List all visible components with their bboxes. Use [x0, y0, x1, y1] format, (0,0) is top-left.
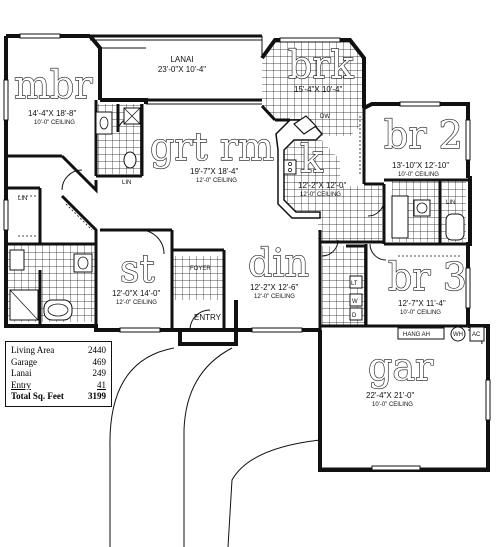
ceiling-st: 12'-0" CEILING: [116, 300, 157, 306]
ceiling-br2: 10'-0" CEILING: [398, 172, 439, 178]
ceiling-grt-rm: 12'-0" CEILING: [196, 178, 237, 184]
room-name-grt-rm: grt rm: [150, 125, 274, 169]
garage-equipment: [397, 326, 485, 342]
wh-label: WH: [453, 332, 463, 338]
ceiling-mbr: 10'-0" CEILING: [34, 120, 75, 126]
kitchen-cabinets: [275, 115, 324, 219]
room-name-foyer: FOYER: [190, 266, 211, 272]
dims-mbr: 14'-4"X 18'-8": [28, 109, 76, 118]
hang-ah-label: HANG AH: [403, 332, 430, 338]
w-label: W: [352, 299, 358, 305]
walkway: [109, 347, 321, 547]
garage-door: [320, 379, 491, 471]
dims-grt-rm: 19'-7"X 18'-4": [190, 167, 238, 176]
dims-k: 12'-2"X 12'-0": [298, 181, 346, 190]
room-name-din: din: [248, 241, 309, 285]
lt-label: LT: [351, 281, 358, 287]
ceiling-din: 12'-0" CEILING: [254, 294, 295, 300]
closet-shelving: [18, 116, 462, 257]
area-row-entry: Entry 41: [11, 379, 106, 390]
room-name-br2: br 2: [384, 113, 463, 157]
dims-din: 12'-2"X 12'-6": [250, 283, 298, 292]
lin-label-1: LIN: [122, 180, 131, 186]
ceiling-br3: 10'-0" CEILING: [400, 310, 441, 316]
room-name-brk: brk: [288, 43, 354, 87]
dw-label: DW: [320, 114, 330, 120]
area-row-lanai: Lanai 249: [11, 368, 106, 378]
area-row-total: Total Sq. Feet 3199: [11, 391, 106, 401]
lin-label-3: LIN: [446, 200, 455, 206]
laundry-appliances: [349, 275, 363, 321]
dims-gar: 22'-4"X 21'-0": [366, 391, 414, 400]
dims-lanai: 23'-0"X 10'-4": [158, 65, 206, 74]
interior-walls: [6, 100, 468, 330]
ac-label: AC: [472, 332, 481, 338]
room-name-mbr: mbr: [14, 63, 93, 107]
ceiling-k: 12'-0" CEILING: [300, 192, 341, 198]
room-name-entry: ENTRY: [194, 313, 222, 322]
d-label: D: [352, 313, 357, 319]
room-name-st: st: [120, 247, 155, 291]
ceiling-gar: 10'-0" CEILING: [372, 402, 413, 408]
room-name-gar: gar: [368, 345, 434, 389]
dims-st: 12'-0"X 14'-0": [112, 289, 160, 298]
dims-br2: 13'-10"X 12'-10": [392, 161, 449, 170]
dims-brk: 15'-4"X 10'-4": [294, 85, 342, 94]
room-name-br3: br 3: [388, 255, 467, 299]
bath-fixtures: [9, 107, 465, 321]
area-summary-table: Living Area 2440 Garage 469 Lanai 249 En…: [5, 341, 112, 407]
lanai-outline: [89, 34, 263, 105]
room-name-k: k: [300, 137, 324, 181]
area-row-living: Living Area 2440: [11, 345, 106, 355]
room-name-lanai: LANAI: [170, 55, 193, 64]
dims-br3: 12'-7"X 11'-4": [398, 299, 446, 308]
lin-label-2: LIN: [18, 196, 27, 202]
windows: [3, 33, 471, 333]
area-row-garage: Garage 469: [11, 356, 106, 367]
